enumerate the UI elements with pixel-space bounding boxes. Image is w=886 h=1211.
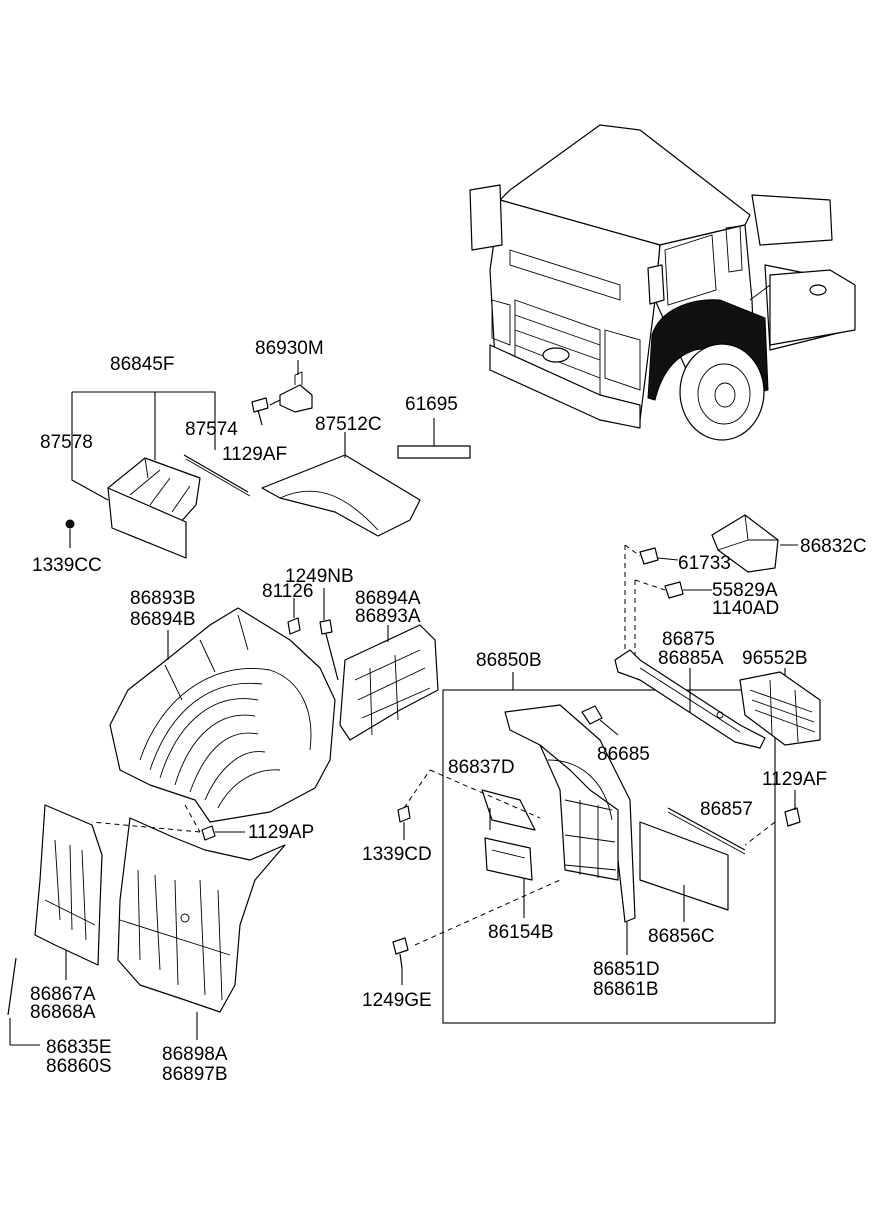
label-87574: 87574 <box>185 419 238 440</box>
label-86835E: 86835E <box>46 1037 112 1058</box>
fasteners-81126-1249NB <box>287 588 339 681</box>
strip-61695 <box>397 418 471 459</box>
label-86685: 86685 <box>597 744 650 765</box>
label-1140AD: 1140AD <box>712 598 779 619</box>
label-1339CD: 1339CD <box>362 844 432 865</box>
label-86856C: 86856C <box>648 926 715 947</box>
label-61695: 61695 <box>405 394 458 415</box>
label-87512C: 87512C <box>315 414 382 435</box>
label-86851D: 86851D <box>593 959 660 980</box>
label-86893B: 86893B <box>130 588 196 609</box>
label-81126: 81126 <box>262 581 313 602</box>
part-labels: 86845F 86930M 87578 87574 1129AF 87512C … <box>30 338 867 1085</box>
inner-fender-large <box>109 607 336 823</box>
label-86930M: 86930M <box>255 338 324 359</box>
truck-illustration <box>469 124 856 441</box>
label-86845F: 86845F <box>110 354 174 375</box>
label-86867A: 86867A <box>30 984 96 1005</box>
label-61733: 61733 <box>678 553 731 574</box>
label-86893A: 86893A <box>355 606 421 627</box>
label-1249NB: 1249NB <box>285 566 354 587</box>
label-96552B: 96552B <box>742 648 808 669</box>
label-86832C: 86832C <box>800 536 867 557</box>
bracket-86930M <box>251 360 313 426</box>
label-86837D: 86837D <box>448 757 515 778</box>
label-1129AP: 1129AP <box>248 822 314 843</box>
label-1339CC: 1339CC <box>32 555 102 576</box>
stay-86875 <box>614 649 766 749</box>
label-86894B: 86894B <box>130 609 196 630</box>
label-86894A: 86894A <box>355 588 421 609</box>
bolts-61733-55829A <box>624 544 712 660</box>
label-86154B: 86154B <box>488 922 554 943</box>
bracket-86832C <box>711 514 798 573</box>
label-55829A: 55829A <box>712 580 778 601</box>
plate-87512C <box>261 432 421 537</box>
fender-panel-86893A <box>339 624 439 741</box>
label-1249GE: 1249GE <box>362 990 432 1011</box>
label-86898A: 86898A <box>162 1044 228 1065</box>
label-86860S: 86860S <box>46 1056 112 1077</box>
inner-fender-lower-86898A <box>117 817 286 1040</box>
splash-panel-86867A <box>34 804 103 980</box>
screw-1129AP <box>91 804 245 841</box>
label-1129AF-top: 1129AF <box>222 444 287 465</box>
label-86885A: 86885A <box>658 648 724 669</box>
label-86897B: 86897B <box>162 1064 228 1085</box>
label-86857: 86857 <box>700 799 753 820</box>
reflector-96552B <box>739 668 821 746</box>
rod-86835E <box>7 957 40 1046</box>
mud-flap-bracket-group <box>65 391 251 559</box>
label-86861B: 86861B <box>593 979 659 1000</box>
label-1129AF-right: 1129AF <box>762 769 827 790</box>
label-86875: 86875 <box>662 629 715 650</box>
fasteners-right <box>392 769 801 985</box>
label-86868A: 86868A <box>30 1002 96 1023</box>
label-86850B: 86850B <box>476 650 542 671</box>
mudguard-assembly-box <box>414 672 776 1024</box>
label-87578: 87578 <box>40 432 93 453</box>
